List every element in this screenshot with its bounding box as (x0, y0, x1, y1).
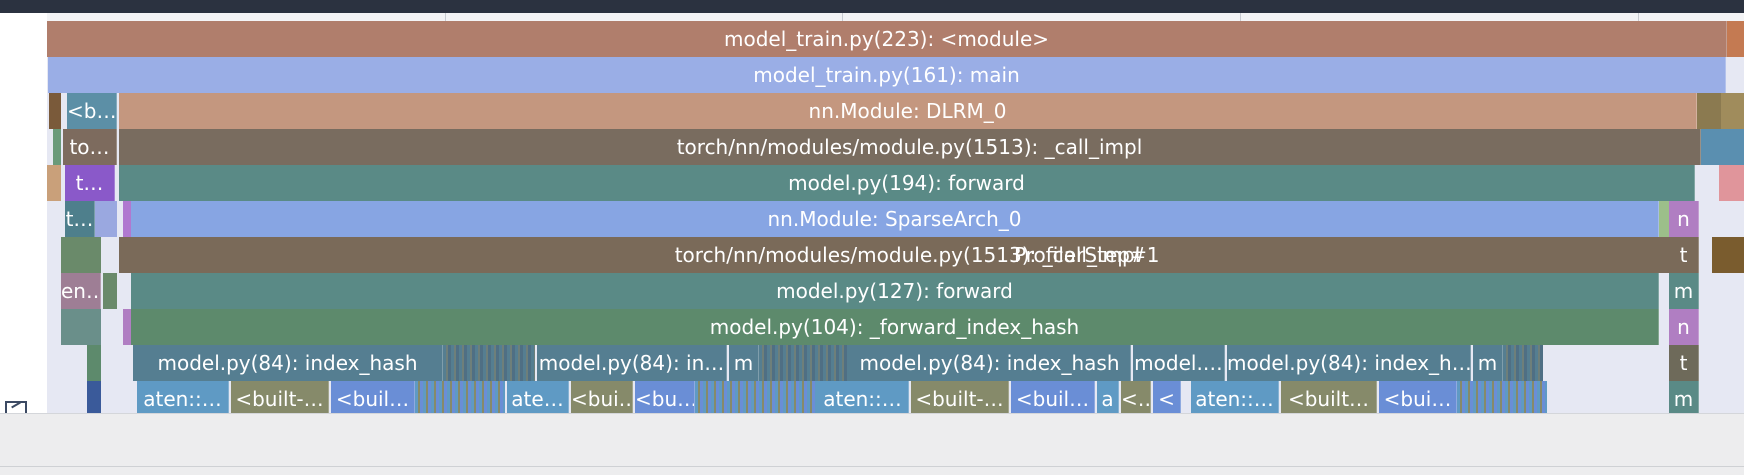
ruler-tick (842, 13, 843, 21)
frame-sliver[interactable] (415, 381, 505, 413)
frame-module[interactable]: model_train.py(223): <module> (47, 21, 1727, 57)
frame-aten-4[interactable]: aten::… (1191, 381, 1279, 413)
frame-en[interactable]: en… (61, 273, 101, 309)
frame-buil-3[interactable]: <buil… (1011, 381, 1095, 413)
frame-sliver[interactable] (49, 93, 61, 129)
frame-sliver[interactable] (123, 201, 131, 237)
frame-n[interactable]: n (1669, 201, 1699, 237)
frame-buil-2[interactable]: <bu… (635, 381, 695, 413)
frame-sliver[interactable] (61, 309, 101, 345)
frame-builtin[interactable]: <b… (67, 93, 117, 129)
frame-sliver[interactable] (759, 345, 849, 381)
ruler-tick (1240, 13, 1241, 21)
frame-sparsearch[interactable]: nn.Module: SparseArch_0 (131, 201, 1659, 237)
frame-m3[interactable]: m (1473, 345, 1503, 381)
left-gutter (0, 13, 48, 413)
frame-sliver[interactable] (1727, 21, 1744, 57)
frame-m4[interactable]: m (1669, 381, 1699, 413)
ruler-tick (445, 13, 446, 21)
frame-forward-127[interactable]: model.py(127): forward (131, 273, 1659, 309)
frame-sliver[interactable] (87, 345, 101, 381)
ruler-tick (1638, 13, 1639, 21)
flamegraph-canvas[interactable]: model_train.py(223): <module> model_trai… (47, 21, 1744, 413)
frame-sliver[interactable] (53, 129, 61, 165)
frame-sliver[interactable] (1697, 93, 1721, 129)
panel-divider (0, 466, 1744, 467)
frame-sliver[interactable] (61, 237, 101, 273)
frame-index-hash-4[interactable]: model.py(84): index_h… (1227, 345, 1471, 381)
frame-index-hash-2[interactable]: model.py(84): in… (537, 345, 727, 381)
frame-lt-1[interactable]: <… (1121, 381, 1151, 413)
frame-sliver[interactable] (103, 273, 117, 309)
frame-buil-4[interactable]: <bui… (1379, 381, 1457, 413)
frame-torch[interactable]: to… (63, 129, 117, 165)
timeline-ruler (47, 13, 1744, 21)
frame-a[interactable]: a (1097, 381, 1119, 413)
frame-main[interactable]: model_train.py(161): main (48, 57, 1726, 93)
frame-forward-index-hash[interactable]: model.py(104): _forward_index_hash (131, 309, 1659, 345)
collapse-icon[interactable] (5, 401, 27, 413)
top-toolbar (0, 0, 1744, 13)
frame-aten-3[interactable]: aten::… (817, 381, 909, 413)
frame-sliver[interactable] (1712, 237, 1744, 273)
frame-builtin-2[interactable]: <bui… (571, 381, 633, 413)
frame-forward-194[interactable]: model.py(194): forward (119, 165, 1695, 201)
frame-m[interactable]: m (1669, 273, 1699, 309)
frame-builtin-4[interactable]: <built… (1281, 381, 1377, 413)
frame-builtin-3[interactable]: <built-… (911, 381, 1009, 413)
frame-sliver[interactable] (1503, 345, 1543, 381)
frame-index-hash-3[interactable]: model.py(84): index_hash (849, 345, 1131, 381)
frame-n2[interactable]: n (1669, 309, 1699, 345)
frame-t[interactable]: t… (65, 165, 115, 201)
frame-t2[interactable]: t… (65, 201, 95, 237)
frame-sliver[interactable] (443, 345, 535, 381)
frame-sliver[interactable] (1719, 165, 1744, 201)
frame-sliver[interactable] (1659, 201, 1669, 237)
frame-buil-1[interactable]: <buil… (331, 381, 415, 413)
frame-sliver[interactable] (87, 381, 101, 413)
frame-index-hash-1[interactable]: model.py(84): index_hash (133, 345, 443, 381)
frame-t3[interactable]: t (1669, 237, 1699, 273)
frame-call-impl[interactable]: torch/nn/modules/module.py(1513): _call_… (119, 129, 1701, 165)
frame-sliver[interactable] (47, 165, 61, 201)
frame-model-truncated[interactable]: model.… (1133, 345, 1225, 381)
frame-sliver[interactable] (1721, 93, 1744, 129)
frame-builtin-1[interactable]: <built-… (231, 381, 329, 413)
frame-aten-2[interactable]: ate… (507, 381, 569, 413)
frame-sliver[interactable] (95, 201, 117, 237)
frame-sliver[interactable] (695, 381, 817, 413)
frame-sliver[interactable] (1701, 129, 1744, 165)
frame-aten-1[interactable]: aten::… (137, 381, 229, 413)
frame-sliver[interactable] (123, 309, 131, 345)
frame-call-impl-2[interactable]: torch/nn/modules/module.py(1513): _call_… (119, 237, 1697, 273)
frame-t4[interactable]: t (1669, 345, 1699, 381)
frame-dlrm[interactable]: nn.Module: DLRM_0 (119, 93, 1697, 129)
frame-m2[interactable]: m (729, 345, 759, 381)
frame-lt-2[interactable]: < (1153, 381, 1181, 413)
details-panel (0, 413, 1744, 475)
frame-sliver[interactable] (1457, 381, 1547, 413)
